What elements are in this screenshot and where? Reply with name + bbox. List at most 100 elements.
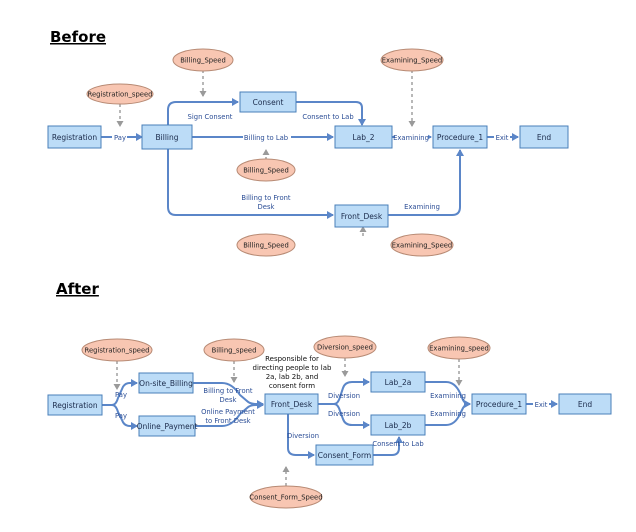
before-registration-speed-oval bbox=[86, 83, 154, 105]
after-end-label: End bbox=[578, 400, 592, 409]
before-billing-node bbox=[141, 124, 193, 150]
flow-online-to-frontdesk bbox=[195, 401, 264, 427]
before-examining-speed-bottom-oval bbox=[390, 233, 454, 257]
flow-consent-to-lab2 bbox=[296, 101, 366, 126]
after-front-desk-label: Front_Desk bbox=[271, 400, 313, 409]
before-examining-speed-top-oval bbox=[380, 48, 444, 72]
before-consent-node bbox=[239, 91, 297, 113]
flow-onsite-to-frontdesk bbox=[193, 382, 264, 408]
before-billing-label: Billing bbox=[156, 133, 179, 142]
after-examining-speed-label: Examining_speed bbox=[429, 345, 489, 353]
before-registration-label: Registration bbox=[52, 133, 97, 142]
before-procedure1-node bbox=[432, 125, 488, 149]
flow-reg-to-online bbox=[111, 404, 138, 430]
after-diversion-label-top: Diversion bbox=[328, 392, 360, 400]
after-online-payment-label: Online_Payment bbox=[137, 422, 198, 431]
after-diversion-label-bottom: Diversion bbox=[328, 410, 360, 418]
before-procedure1-label: Procedure_1 bbox=[437, 133, 483, 142]
flow-frontdesk-to-lab2b bbox=[333, 403, 370, 429]
after-examining-label-top: Examining bbox=[430, 392, 466, 400]
flow-frontdesk-to-procedure bbox=[388, 149, 464, 216]
flow-consentform-to-lab2b bbox=[373, 436, 403, 456]
after-exit-label: Exit bbox=[535, 401, 548, 409]
after-consent-form-node bbox=[315, 444, 374, 466]
after-online-payment-label-1: Online Payment bbox=[201, 408, 255, 416]
after-lab2a-node bbox=[370, 371, 426, 393]
before-billing-to-front-desk-label-2: Desk bbox=[258, 203, 275, 211]
after-registration-speed-label: Registration_speed bbox=[85, 347, 150, 355]
after-heading: After bbox=[56, 280, 99, 298]
before-examining-label-2: Examining bbox=[404, 203, 440, 211]
before-billing-speed-bottom-label: Billing_Speed bbox=[243, 242, 289, 250]
note-line-4: consent form bbox=[269, 382, 315, 390]
note-line-3: 2a, lab 2b, and bbox=[266, 373, 319, 381]
flow-reg-to-onsite bbox=[111, 379, 138, 406]
before-end-node bbox=[519, 125, 569, 149]
flow-lab2b-to-procedure bbox=[425, 400, 471, 426]
before-billing-speed-top-label: Billing_Speed bbox=[180, 57, 226, 65]
after-consent-to-lab-label: Consent to Lab bbox=[372, 440, 423, 448]
before-front-desk-label: Front_Desk bbox=[341, 212, 383, 221]
before-billing-speed-mid-label: Billing_Speed bbox=[243, 167, 289, 175]
after-end-node bbox=[558, 393, 612, 415]
after-consent-form-speed-label: Consent_Form_Speed bbox=[249, 494, 322, 502]
after-online-payment-label-2: to Front Desk bbox=[205, 417, 250, 425]
after-registration-speed-oval bbox=[81, 338, 153, 362]
after-lab2b-node bbox=[370, 414, 426, 436]
after-front-desk-node bbox=[264, 393, 319, 415]
before-billing-speed-mid-oval bbox=[236, 158, 296, 182]
after-onsite-billing-label: On-site_Billing bbox=[139, 379, 193, 388]
note-line-2: directing people to lab bbox=[253, 364, 333, 372]
before-consent-to-lab-label: Consent to Lab bbox=[302, 113, 353, 121]
flow-billing-to-consent bbox=[167, 98, 239, 125]
after-pay-label-bottom: Pay bbox=[115, 412, 127, 420]
flow-billing-to-frontdesk bbox=[167, 149, 334, 219]
after-front-desk-note: Responsible for directing people to lab … bbox=[253, 355, 333, 390]
after-lab2a-label: Lab_2a bbox=[385, 378, 412, 387]
before-speed-links bbox=[116, 70, 416, 236]
after-billing-to-front-desk-label-1: Billing to Front bbox=[203, 387, 253, 395]
after-lab2b-label: Lab_2b bbox=[385, 421, 412, 430]
flow-frontdesk-to-consentform bbox=[287, 414, 315, 459]
after-diversion-speed-label: Diversion_speed bbox=[317, 344, 373, 352]
after-registration-node bbox=[47, 394, 103, 416]
after-billing-speed-label: Billing_speed bbox=[212, 347, 257, 355]
after-onsite-billing-node bbox=[138, 372, 194, 394]
after-diversion-label-down: Diversion bbox=[287, 432, 319, 440]
before-lab2-label: Lab_2 bbox=[352, 133, 374, 142]
after-procedure1-node bbox=[471, 393, 527, 415]
before-registration-speed-label: Registration_speed bbox=[88, 91, 153, 99]
before-end-label: End bbox=[537, 133, 551, 142]
before-examining-label-1: Examining bbox=[393, 134, 429, 142]
after-flow-lines bbox=[102, 378, 558, 459]
before-examining-speed-top-label: Examining_Speed bbox=[382, 57, 443, 65]
after-billing-speed-oval bbox=[203, 338, 265, 362]
before-exit-label: Exit bbox=[496, 134, 509, 142]
before-lab2-node bbox=[334, 125, 393, 149]
before-heading: Before bbox=[50, 28, 106, 46]
before-billing-speed-top-oval bbox=[172, 48, 234, 72]
after-procedure1-label: Procedure_1 bbox=[476, 400, 522, 409]
after-billing-to-front-desk-label-2: Desk bbox=[220, 396, 237, 404]
before-billing-speed-bottom-oval bbox=[236, 233, 296, 257]
after-pay-label-top: Pay bbox=[115, 391, 127, 399]
after-consent-form-label: Consent_Form bbox=[318, 451, 371, 460]
before-consent-label: Consent bbox=[253, 98, 284, 107]
before-billing-to-lab-label: Billing to Lab bbox=[244, 134, 288, 142]
before-billing-to-front-desk-label-1: Billing to Front bbox=[241, 194, 291, 202]
after-consent-form-speed-oval bbox=[249, 485, 323, 509]
before-registration-node bbox=[47, 125, 102, 149]
before-pay-label: Pay bbox=[114, 134, 126, 142]
before-sign-consent-label: Sign Consent bbox=[188, 113, 233, 121]
before-front-desk-node bbox=[334, 204, 389, 228]
after-registration-label: Registration bbox=[52, 401, 97, 410]
after-speed-links bbox=[113, 358, 463, 486]
after-online-payment-node bbox=[138, 415, 196, 437]
note-line-1: Responsible for bbox=[265, 355, 319, 363]
after-examining-label-bottom: Examining bbox=[430, 410, 466, 418]
before-examining-speed-bottom-label: Examining_Speed bbox=[392, 242, 453, 250]
flow-frontdesk-to-lab2a bbox=[333, 378, 370, 405]
after-diversion-speed-oval bbox=[313, 335, 377, 359]
